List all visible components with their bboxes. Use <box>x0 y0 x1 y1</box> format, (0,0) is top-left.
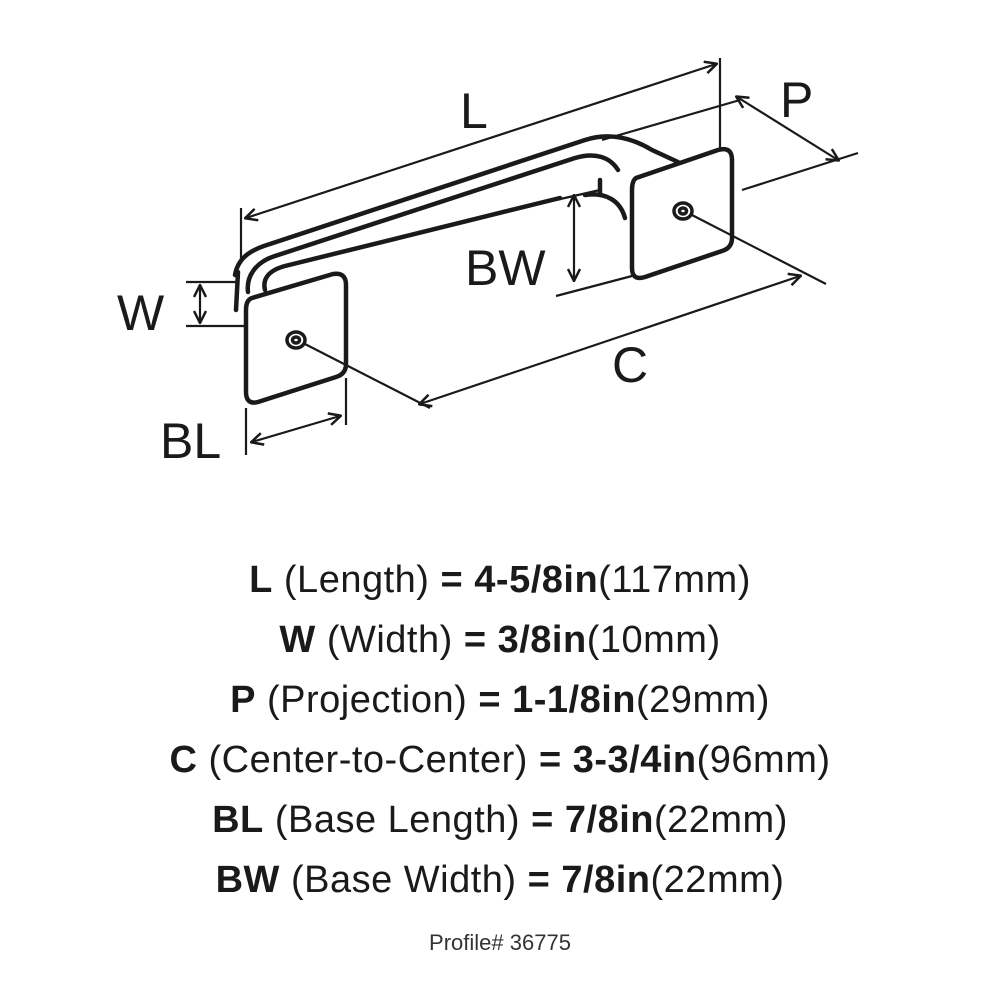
handle-right-post-curve <box>582 192 628 221</box>
spec-row-projection: P (Projection) = 1-1/8in(29mm) <box>0 670 1000 730</box>
spec-imperial-value: 3/8in <box>497 619 587 661</box>
left-base-plate <box>243 271 349 405</box>
spec-metric-value: (29mm) <box>636 679 770 721</box>
spec-row-base-width: BW (Base Width) = 7/8in(22mm) <box>0 850 1000 910</box>
spec-imperial-value: 3-3/4in <box>572 739 697 781</box>
spec-code: W <box>279 619 316 661</box>
spec-row-width: W (Width) = 3/8in(10mm) <box>0 610 1000 670</box>
spec-code: BL <box>212 799 264 841</box>
spec-equals: = <box>538 739 562 781</box>
profile-number: Profile# 36775 <box>429 930 571 955</box>
spec-equals: = <box>531 799 554 841</box>
spec-metric-value: (22mm) <box>653 799 788 841</box>
spec-code: L <box>249 559 273 601</box>
spec-name: (Width) <box>326 619 453 661</box>
center-to-center-dimension-line <box>420 276 800 404</box>
spec-metric-value: (22mm) <box>650 859 785 901</box>
spec-name: (Projection) <box>267 679 468 721</box>
spec-metric-value: (10mm) <box>586 619 721 661</box>
spec-equals: = <box>478 679 502 721</box>
spec-name: (Center-to-Center) <box>208 739 528 781</box>
spec-equals: = <box>463 619 487 661</box>
handle-bar-outer-edge <box>232 134 681 278</box>
handle-bar-lower-edge <box>262 195 563 293</box>
spec-equals: = <box>527 859 551 901</box>
handle-bar-inner-edge <box>245 153 621 295</box>
spec-name: (Length) <box>283 559 430 601</box>
projection-dimension-line <box>737 97 838 160</box>
screw-hole-right <box>672 201 694 221</box>
spec-code: BW <box>215 859 280 901</box>
spec-imperial-value: 7/8in <box>561 859 651 901</box>
spec-metric-value: (117mm) <box>598 559 751 601</box>
label-length: L <box>460 83 488 139</box>
spec-name: (Base Width) <box>290 859 517 901</box>
label-base-width: BW <box>465 240 546 296</box>
length-dimension-line <box>246 64 716 218</box>
label-projection: P <box>780 72 813 128</box>
spec-imperial-value: 1-1/8in <box>512 679 637 721</box>
screw-hole-left <box>285 330 307 350</box>
spec-equals: = <box>440 559 464 601</box>
label-center-to-center: C <box>612 337 648 393</box>
spec-code: P <box>230 679 256 721</box>
label-width: W <box>117 285 165 341</box>
spec-row-base-length: BL (Base Length) = 7/8in(22mm) <box>0 790 1000 850</box>
spec-row-length: L (Length) = 4-5/8in(117mm) <box>0 550 1000 610</box>
spec-code: C <box>169 739 198 781</box>
base-length-dimension-line <box>252 416 340 442</box>
spec-name: (Base Length) <box>274 799 521 841</box>
spec-imperial-value: 7/8in <box>564 799 654 841</box>
handle-dimension-drawing: L P BW W C BL <box>117 58 859 469</box>
label-base-length: BL <box>160 413 221 469</box>
spec-imperial-value: 4-5/8in <box>474 559 599 601</box>
dimension-spec-list: L (Length) = 4-5/8in(117mm) W (Width) = … <box>0 550 1000 910</box>
spec-row-center-to-center: C (Center-to-Center) = 3-3/4in(96mm) <box>0 730 1000 790</box>
spec-metric-value: (96mm) <box>696 739 831 781</box>
